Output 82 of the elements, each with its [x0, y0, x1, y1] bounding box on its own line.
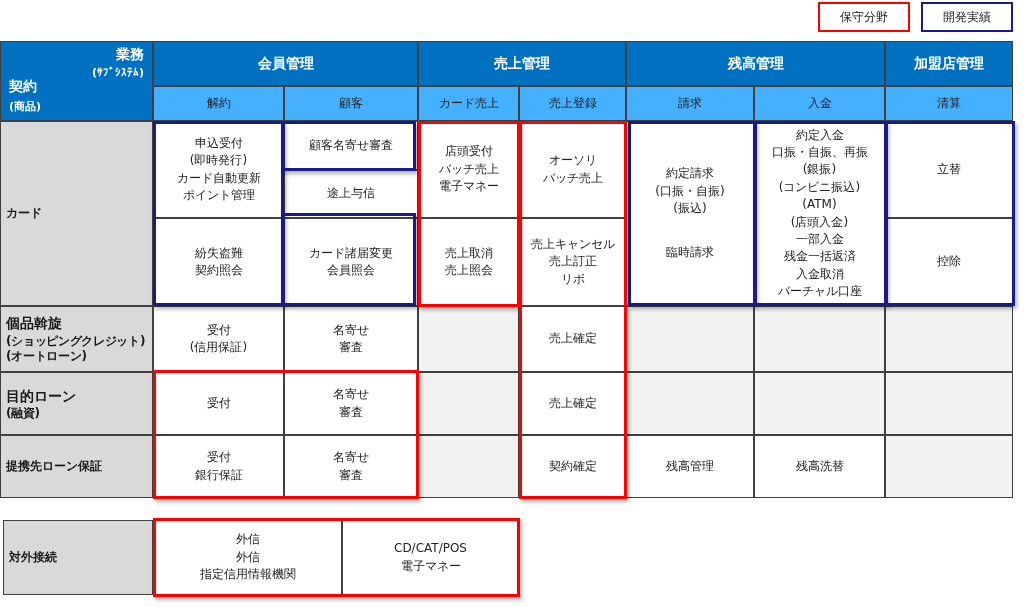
function-text: (口振・自振)	[655, 182, 725, 200]
row-header: 提携先ローン保証	[0, 435, 153, 498]
category-header: 会員管理	[153, 41, 418, 86]
function-text: 約定入金	[795, 126, 844, 144]
column-header: 解約	[153, 86, 284, 121]
function-text: (信用保証)	[189, 339, 248, 356]
row-title: 個品斡旋	[6, 314, 62, 334]
row-subtitle: (融資)	[6, 405, 40, 422]
function-text: バーチャル口座	[777, 283, 862, 301]
function-text: 名寄せ	[333, 449, 369, 467]
function-text: バッチ売上	[438, 160, 499, 178]
function-text: 残高洗替	[795, 457, 844, 475]
function-text: CD/CAT/POS	[394, 540, 467, 558]
function-text: 控除	[937, 253, 961, 271]
function-text: 契約照会	[194, 262, 243, 279]
function-text: 約定請求	[666, 165, 714, 183]
function-text: 外信	[235, 531, 260, 549]
function-text: 審査	[339, 466, 363, 484]
function-text: (振込)	[673, 200, 707, 218]
function-text: ポイント管理	[182, 186, 255, 204]
function-text: 一部入金	[795, 230, 844, 248]
function-text: (店頭入金)	[790, 213, 849, 231]
row-subtitle: (ショッピングクレジット)	[6, 333, 146, 350]
function-text: (コンビニ振込)	[778, 178, 861, 196]
function-text: (ATM)	[802, 196, 837, 214]
function-text: 売上訂正	[548, 253, 597, 271]
function-text: カード諸届変更	[309, 244, 393, 262]
category-header: 加盟店管理	[885, 41, 1013, 86]
function-text: 電子マネー	[400, 557, 461, 575]
function-text: 売上照会	[444, 262, 493, 279]
function-text: 受付	[206, 394, 231, 412]
function-text: 臨時請求	[666, 244, 714, 262]
row-header: カード	[0, 121, 153, 306]
function-text: (即時発行)	[189, 152, 248, 170]
header-label: 契約	[9, 78, 37, 96]
column-header: 入金	[754, 86, 885, 121]
function-text: リボ	[560, 270, 585, 288]
function-text: 売上確定	[548, 330, 597, 348]
function-text: 受付	[206, 321, 231, 339]
function-text: 申込受付	[194, 134, 243, 152]
function-text: 審査	[339, 339, 363, 356]
function-text: 売上取消	[444, 244, 493, 262]
column-header: 清算	[885, 86, 1013, 121]
category-header: 残高管理	[626, 41, 885, 86]
row-header: 対外接続	[3, 520, 153, 595]
function-text: バッチ売上	[542, 169, 603, 187]
function-text: 外信	[235, 548, 260, 566]
function-text: 残金一括返済	[783, 248, 856, 266]
header-sublabel: (ｻﾌﾞｼｽﾃﾑ)	[91, 66, 144, 79]
row-subtitle: (オートローン)	[6, 349, 87, 365]
function-text: 紛失盗難	[194, 244, 243, 262]
function-text: 残高管理	[666, 457, 714, 475]
column-header: 顧客	[284, 86, 418, 121]
function-text: 店頭受付	[444, 143, 493, 161]
function-text: 名寄せ	[333, 386, 369, 404]
function-text: カード自動更新	[176, 169, 261, 187]
function-text: 指定信用情報機関	[199, 566, 296, 584]
function-text: 入金取消	[795, 265, 844, 283]
function-text: 名寄せ	[333, 321, 369, 339]
function-text: 口振・自振、再振	[771, 143, 868, 161]
legend-item: 保守分野	[818, 2, 910, 32]
function-text: (銀振)	[802, 161, 837, 179]
function-text: 顧客名寄せ審査	[309, 136, 393, 154]
function-text: オーソリ	[548, 152, 597, 170]
function-text: 会員照会	[327, 262, 375, 279]
function-text: 電子マネー	[438, 178, 499, 196]
function-text: 審査	[339, 403, 363, 421]
function-text: 売上キャンセル	[530, 235, 615, 253]
column-header: 請求	[626, 86, 754, 121]
header-label: 業務	[116, 46, 144, 64]
function-text: 受付	[206, 449, 231, 467]
function-text: 売上確定	[548, 394, 597, 412]
function-text: 途上与信	[327, 185, 375, 203]
category-header: 売上管理	[418, 41, 626, 86]
header-sublabel: (商品)	[9, 99, 42, 114]
column-header: 売上登録	[519, 86, 626, 121]
function-text: 銀行保証	[194, 466, 243, 484]
function-text: 立替	[937, 160, 961, 178]
legend-item: 開発実績	[921, 2, 1013, 32]
row-title: 目的ローン	[6, 386, 76, 406]
function-text: 契約確定	[548, 457, 597, 475]
column-header: カード売上	[418, 86, 519, 121]
